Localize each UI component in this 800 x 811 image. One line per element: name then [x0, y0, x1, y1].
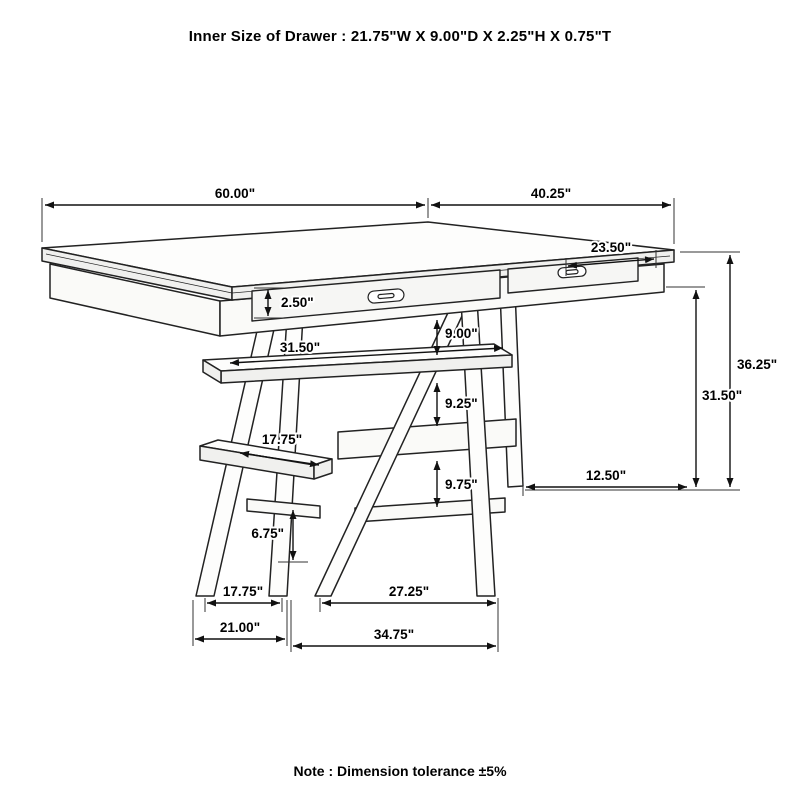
dim-label-foot-brace-height: 6.75" — [251, 526, 284, 541]
foot-brace — [246, 498, 321, 519]
dim-label-side-overhang: 12.50" — [586, 468, 626, 483]
drawer-inner-size-title: Inner Size of Drawer : 21.75"W X 9.00"D … — [188, 28, 612, 45]
dim-label-overall-height: 36.25" — [737, 357, 777, 372]
dim-label-apron-to-upper-shelf: 9.00" — [445, 326, 478, 341]
dim-label-lower-shelf-width: 17.75" — [262, 432, 302, 447]
mid-stretcher — [337, 418, 517, 460]
dim-side-drawer-width: 23.50" — [565, 238, 657, 276]
dim-top-width: 60.00" — [41, 184, 429, 242]
dim-label-top-depth: 40.25" — [531, 186, 571, 201]
dim-label-rear-feet-span: 27.25" — [389, 584, 429, 599]
dim-drawer-front-height: 2.50" — [254, 287, 316, 319]
dim-right-base-width: 34.75" — [290, 600, 496, 652]
dim-label-left-base-width: 21.00" — [220, 620, 260, 635]
tolerance-note: Note : Dimension tolerance ±5% — [293, 763, 507, 779]
dim-left-base-width: 21.00" — [192, 600, 288, 646]
dim-label-drawer-front-height: 2.50" — [281, 295, 314, 310]
dim-label-side-drawer-width: 23.50" — [591, 240, 631, 255]
dim-label-top-width: 60.00" — [215, 186, 255, 201]
dim-top-depth: 40.25" — [431, 184, 675, 244]
dim-side-overhang: 12.50" — [522, 466, 687, 496]
dim-label-front-feet-inner-span: 17.75" — [223, 584, 263, 599]
dim-label-mid-to-lower-gap: 9.75" — [445, 477, 478, 492]
dim-lower-shelf-width: 17.75" — [239, 430, 320, 468]
dim-label-right-base-width: 34.75" — [374, 627, 414, 642]
dim-upper-to-mid-gap: 9.25" — [433, 383, 480, 426]
dim-label-upper-shelf-width: 31.50" — [280, 340, 320, 355]
dim-apron-to-upper-shelf: 9.00" — [433, 320, 480, 355]
dim-foot-brace-height: 6.75" — [249, 510, 308, 563]
dim-mid-to-lower-gap: 9.75" — [433, 461, 480, 507]
dim-floor-to-apron: 31.50" — [666, 286, 744, 487]
center-drawer-handle-icon — [367, 288, 405, 304]
back-right-leg — [499, 289, 524, 488]
upper-shelf-left-edge — [202, 359, 222, 384]
dim-upper-shelf-width: 31.50" — [229, 338, 504, 367]
dim-rear-feet-span: 27.25" — [319, 582, 499, 652]
side-drawer-handle-icon — [557, 265, 587, 279]
dim-label-upper-to-mid-gap: 9.25" — [445, 396, 478, 411]
dim-label-floor-to-apron: 31.50" — [702, 388, 742, 403]
dim-front-feet-inner-span: 17.75" — [204, 582, 283, 612]
table-drawing — [41, 221, 675, 597]
